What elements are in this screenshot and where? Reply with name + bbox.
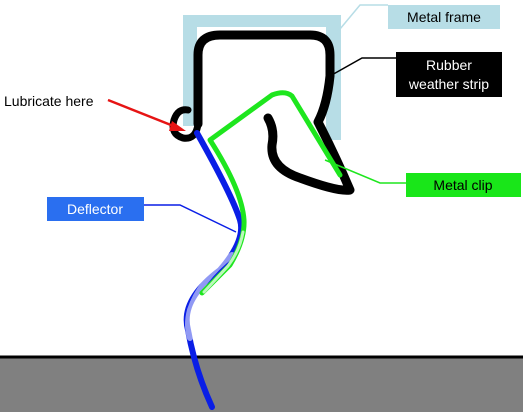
metal-clip-highlight: [202, 230, 245, 294]
lubricate-label: Lubricate here: [4, 93, 94, 109]
deflector-label: Deflector: [67, 201, 123, 217]
lubricate-arrow-head: [169, 121, 186, 131]
metal-frame-label-box: [388, 5, 500, 29]
rubber-weather-strip: [193, 30, 355, 195]
ground: [0, 357, 523, 412]
lubricate-arrow-line: [107, 98, 177, 129]
deflector: [183, 130, 244, 410]
deflector-leader: [144, 204, 237, 233]
metal-frame-leader: [334, 4, 388, 36]
rubber-label-line1: Rubber: [426, 57, 472, 73]
rubber-label-box: [396, 52, 502, 97]
metal-clip-label-box: [406, 173, 521, 197]
deflector-highlight: [185, 252, 235, 341]
metal-clip-leader: [324, 159, 406, 184]
rubber-label-line2: weather strip: [408, 76, 489, 92]
metal-clip-label: Metal clip: [433, 177, 492, 193]
deflector-label-box: [47, 197, 144, 221]
rubber-hook: [169, 106, 202, 142]
rubber-leader: [329, 57, 396, 77]
metal-frame-label: Metal frame: [407, 9, 481, 25]
